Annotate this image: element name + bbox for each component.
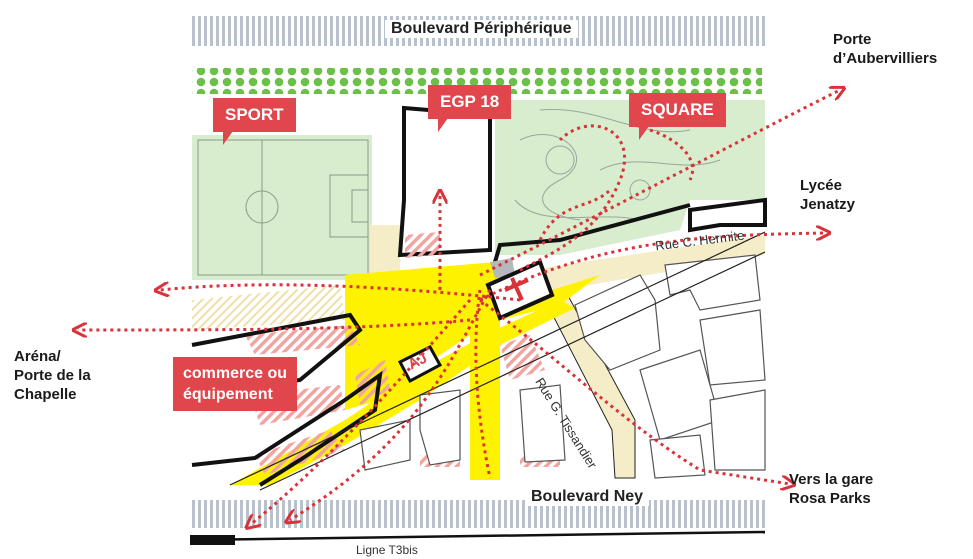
commerce-tag: commerce ou équipement (173, 357, 298, 411)
crosswalk-hatch (192, 285, 345, 330)
square-tag: SQUARE (629, 93, 726, 140)
destination-lycee: Lycée Jenatzy (800, 176, 855, 214)
commerce-tag-line1: commerce ou (183, 365, 288, 382)
destination-arena: Aréna/ Porte de la Chapelle (14, 347, 91, 404)
rue-hermite-road (495, 235, 765, 300)
commerce-tag-line2: équipement (183, 386, 273, 403)
tram-line (189, 530, 766, 542)
destination-aubervilliers-line2: d’Aubervilliers (833, 50, 938, 67)
commerce-hatch-5 (500, 335, 545, 380)
building-outline-left-bottom (191, 370, 383, 487)
destination-gare-line2: Rosa Parks (789, 490, 871, 507)
commerce-hatch-1 (245, 325, 360, 355)
commerce-hatch-4 (405, 232, 440, 258)
church-plot (490, 258, 515, 278)
lycee-block (688, 197, 767, 233)
sport-tag: SPORT (213, 98, 296, 145)
destination-gare: Vers la gare Rosa Parks (789, 470, 873, 508)
boulevard-peripherique-label: Boulevard Périphérique (385, 20, 578, 38)
destination-aubervilliers: Porte d’Aubervilliers (833, 30, 937, 68)
building-outline-right (493, 203, 691, 263)
boulevard-ney-label: Boulevard Ney (525, 488, 650, 506)
tram-line-label: Ligne T3bis (356, 543, 418, 557)
sport-field (192, 135, 372, 280)
destination-lycee-line2: Jenatzy (800, 196, 856, 213)
cross-icon (504, 277, 529, 301)
tram-line-end (190, 535, 235, 545)
axis-line-2 (259, 251, 766, 491)
destination-aubervilliers-line1: Porte (833, 31, 872, 48)
destination-arena-line2: Porte de la (14, 367, 91, 384)
egp-tag: EGP 18 (428, 85, 512, 132)
aj-marker-box (397, 345, 443, 384)
destination-arena-line1: Aréna/ (14, 348, 61, 365)
destination-gare-line1: Vers la gare (789, 471, 874, 488)
pedestrian-paths (78, 90, 840, 525)
destination-lycee-line1: Lycée (800, 177, 842, 194)
destination-arena-line3: Chapelle (14, 386, 77, 403)
axis-line-1 (229, 231, 766, 486)
housing-blocks (359, 254, 766, 479)
